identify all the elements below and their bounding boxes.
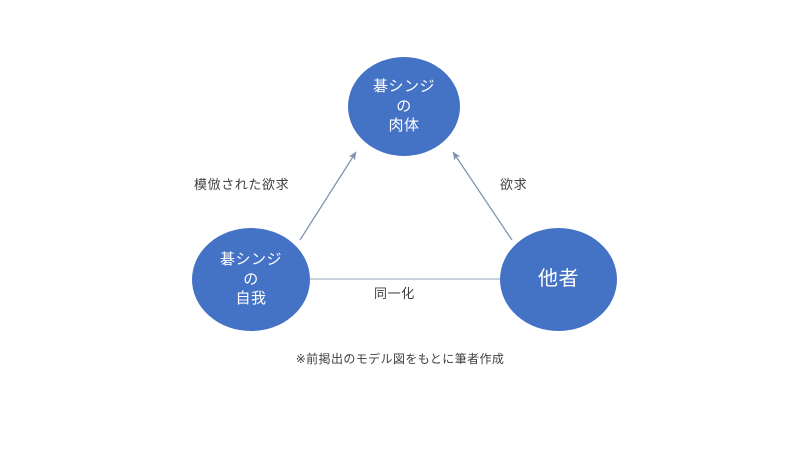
diagram-caption: ※前掲出のモデル図をもとに筆者作成: [295, 352, 505, 366]
node-shinji-body[interactable]: 碁シンジ の 肉体: [348, 57, 460, 156]
node-other[interactable]: 他者: [500, 228, 617, 331]
node-shinji-body-line-2: の: [396, 97, 412, 115]
node-shinji-body-line-1: 碁シンジ: [372, 77, 435, 95]
node-shinji-ego[interactable]: 碁シンジ の 自我: [192, 228, 310, 331]
edge-label-mimetic-desire: 模倣された欲求: [194, 177, 290, 192]
edge-label-identification: 同一化: [374, 286, 415, 301]
edge-ego-to-body: [299, 151, 357, 241]
node-shinji-ego-line-3: 自我: [235, 290, 267, 308]
node-shinji-ego-line-1: 碁シンジ: [219, 250, 282, 268]
node-shinji-ego-line-2: の: [243, 270, 259, 288]
node-shinji-body-line-3: 肉体: [388, 117, 420, 135]
edge-other-to-body: [452, 151, 513, 241]
node-other-line-1: 他者: [538, 268, 579, 291]
edge-label-desire: 欲求: [500, 177, 528, 192]
